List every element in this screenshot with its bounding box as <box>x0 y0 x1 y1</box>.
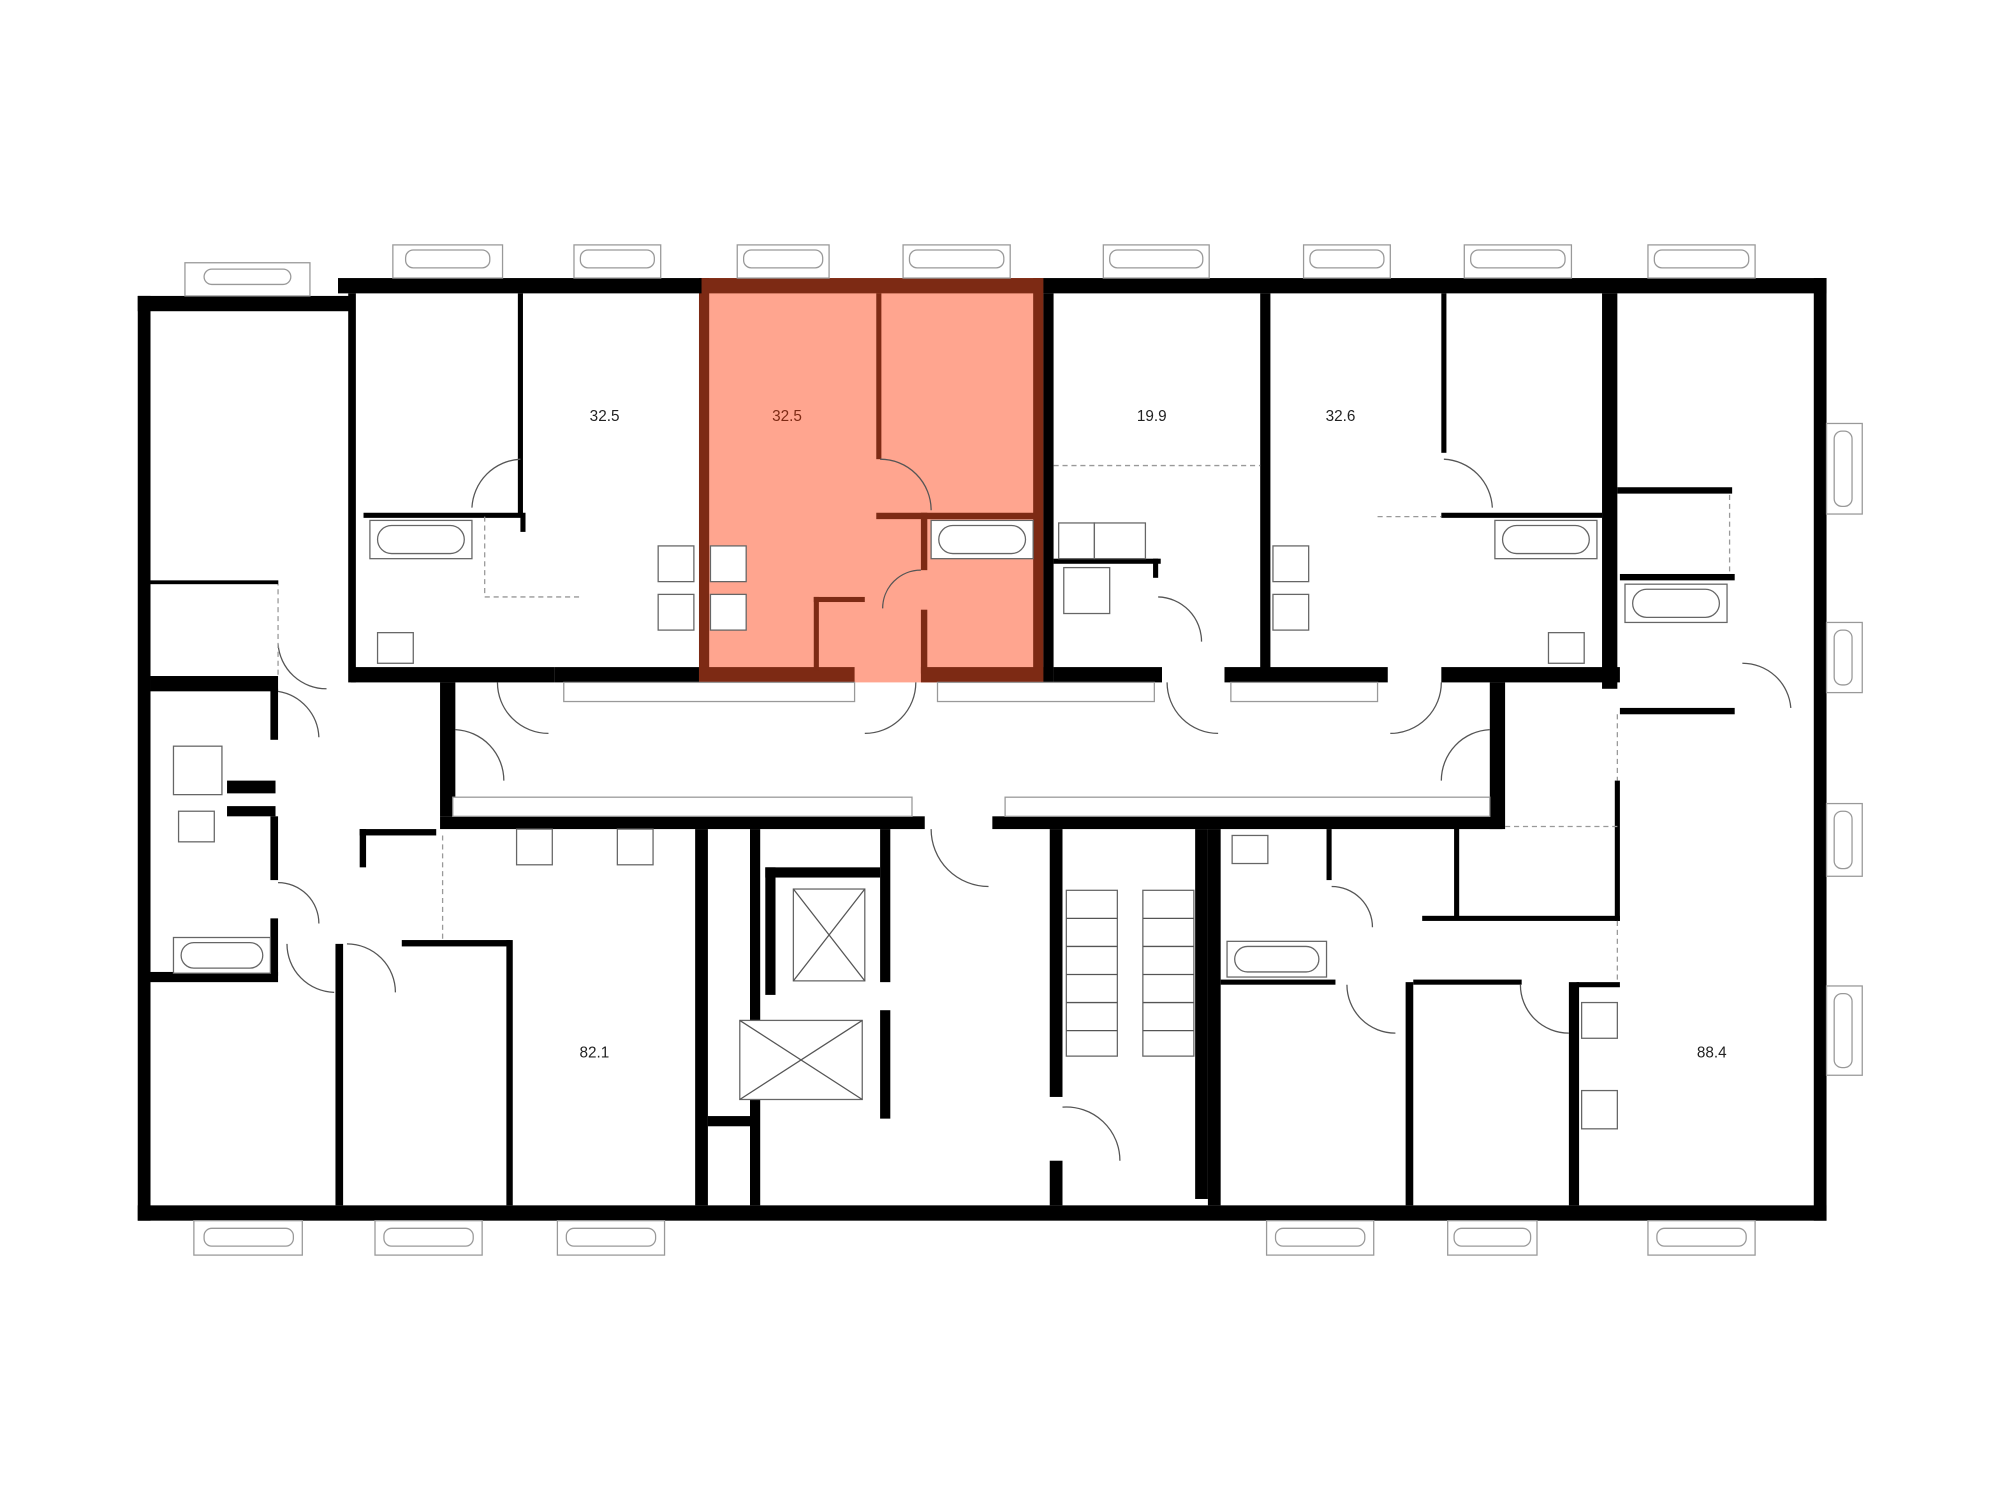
highlighted-apartment[interactable] <box>698 278 1044 683</box>
unit-area-labels: 32.5 32.5 19.9 32.6 82.1 88.4 <box>579 408 1727 1061</box>
highlighted-unit-area-label[interactable]: 32.5 <box>772 408 802 425</box>
fixtures <box>172 519 1728 1130</box>
unit-area-label: 82.1 <box>579 1044 609 1061</box>
corridor-strips <box>452 681 1491 817</box>
doors <box>150 458 1792 1161</box>
unit-area-label: 19.9 <box>1137 408 1167 425</box>
unit-area-label: 32.5 <box>590 408 620 425</box>
walls <box>137 278 1827 1221</box>
unit-area-label: 32.6 <box>1326 408 1356 425</box>
staircase <box>1065 889 1195 1057</box>
windows <box>184 244 1863 1256</box>
core <box>739 888 1195 1101</box>
unit-area-label: 88.4 <box>1697 1044 1727 1061</box>
